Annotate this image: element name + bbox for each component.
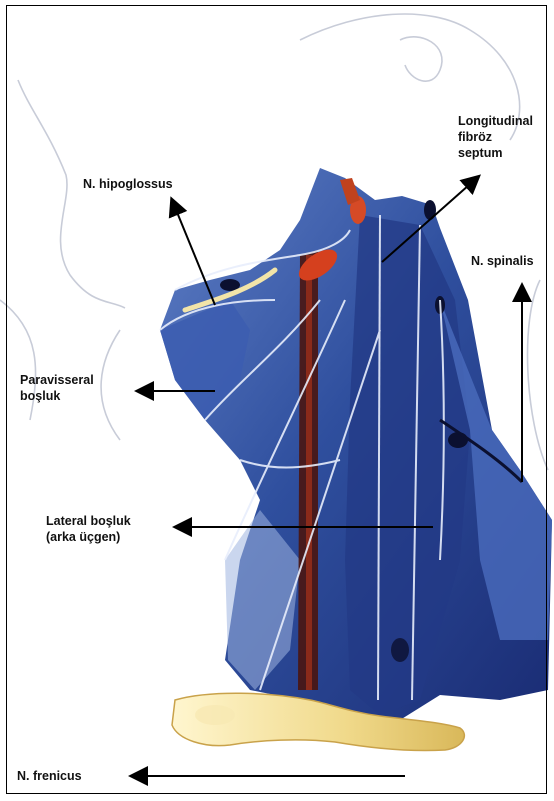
label-hypoglossus: N. hipoglossus (83, 176, 173, 192)
label-paravisseral: Paravisseral boşluk (20, 372, 94, 404)
label-lateral: Lateral boşluk (arka üçgen) (46, 513, 131, 545)
label-spinalis: N. spinalis (471, 253, 534, 269)
label-frenicus: N. frenicus (17, 768, 82, 784)
label-septum: Longitudinal fibröz septum (458, 113, 533, 161)
deep-cervical-fascia (160, 168, 552, 720)
